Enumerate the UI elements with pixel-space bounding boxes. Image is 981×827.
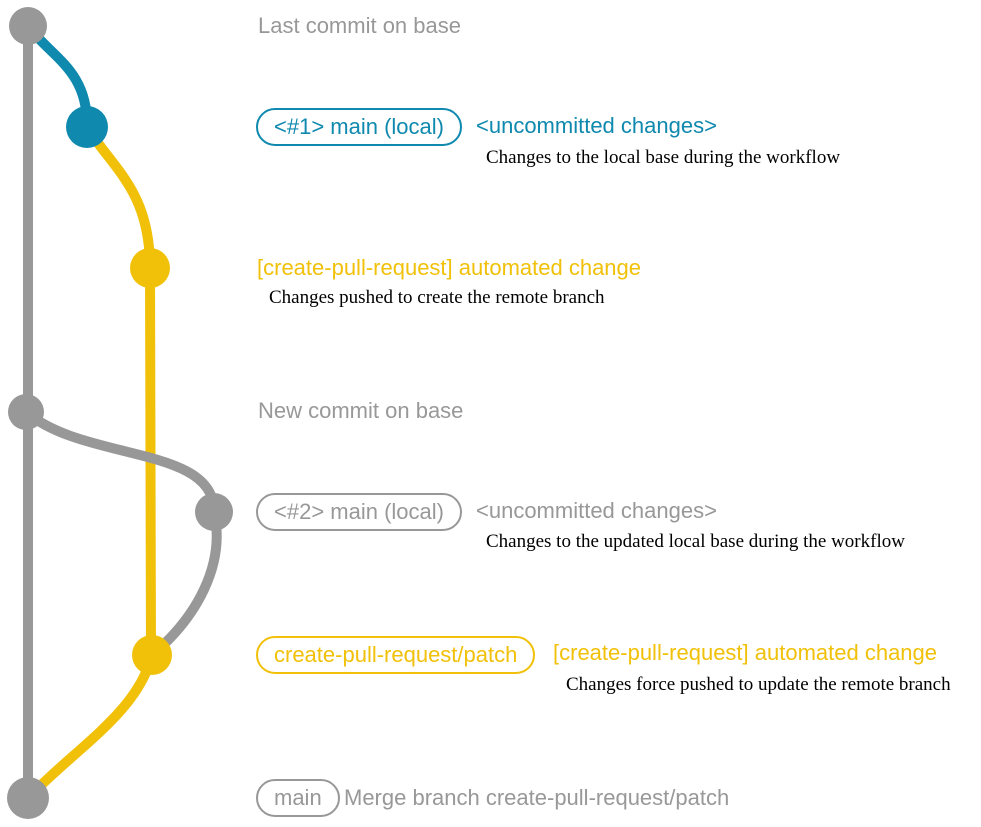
edge-local-main-2-branch bbox=[147, 507, 222, 660]
edge-merge-into-base bbox=[23, 650, 157, 803]
commit-automated-change-1 bbox=[130, 248, 170, 288]
edge-base-update-into-local bbox=[21, 407, 220, 517]
edge-create-remote-branch bbox=[82, 122, 156, 660]
commit-merge bbox=[7, 777, 49, 819]
branch-box-main-local-1: <#1> main (local) bbox=[256, 108, 462, 146]
status-uncommitted-changes-1: <uncommitted changes> bbox=[476, 112, 717, 138]
commit-new-on-base bbox=[8, 394, 44, 430]
message-merge-branch: Merge branch create-pull-request/patch bbox=[344, 784, 730, 810]
message-automated-change-1: [create-pull-request] automated change bbox=[257, 254, 642, 280]
commit-uncommitted-1 bbox=[66, 106, 108, 148]
caption-local-base-changes-2: Changes to the updated local base during… bbox=[486, 531, 905, 552]
status-uncommitted-changes-2: <uncommitted changes> bbox=[476, 497, 717, 523]
message-automated-change-2: [create-pull-request] automated change bbox=[553, 639, 938, 665]
branch-box-create-pull-request-patch: create-pull-request/patch bbox=[256, 636, 536, 674]
branch-box-main: main bbox=[256, 779, 340, 817]
commit-last-on-base bbox=[9, 7, 47, 45]
commit-automated-change-2 bbox=[132, 635, 172, 675]
label-new-commit-on-base: New commit on base bbox=[258, 397, 464, 423]
caption-changes-force-pushed: Changes force pushed to update the remot… bbox=[566, 674, 951, 695]
label-last-commit-on-base: Last commit on base bbox=[258, 12, 461, 38]
caption-local-base-changes-1: Changes to the local base during the wor… bbox=[486, 147, 841, 168]
caption-changes-pushed: Changes pushed to create the remote bran… bbox=[269, 287, 605, 308]
commit-uncommitted-2 bbox=[195, 493, 233, 531]
branch-box-main-local-2: <#2> main (local) bbox=[256, 493, 462, 531]
